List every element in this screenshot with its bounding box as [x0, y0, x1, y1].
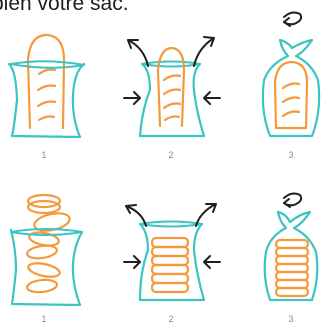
sliced-bread-step-1-number: 1: [41, 314, 46, 324]
baguette-row: 1 2: [9, 13, 319, 160]
sliced-bread-step-1: 1: [11, 195, 82, 324]
sliced-bread-step-2-stack: [152, 238, 188, 292]
baguette-step-2-bag: [140, 62, 204, 137]
baguette-step-2: 2: [124, 37, 220, 160]
heading-text: bien votre sac.: [0, 0, 129, 15]
baguette-step-3-bag: [263, 40, 319, 136]
baguette-step-1-number: 1: [41, 150, 46, 160]
sliced-bread-step-2-arrows: [124, 204, 220, 268]
baguette-step-1: 1: [9, 35, 84, 160]
baguette-step-2-bread: [158, 48, 184, 126]
sliced-bread-step-2-bag: [140, 222, 204, 301]
sliced-bread-step-1-bag: [11, 229, 82, 305]
baguette-step-3-bread: [275, 62, 307, 128]
sliced-bread-step-2-number: 2: [168, 314, 173, 324]
sliced-bread-step-3-twist-arrow: [284, 194, 301, 207]
baguette-step-2-number: 2: [168, 150, 173, 160]
baguette-step-3-number: 3: [288, 150, 293, 160]
baguette-step-1-bag: [9, 61, 84, 137]
baguette-step-3-twist-arrow: [284, 13, 301, 26]
sliced-bread-step-3: 3: [265, 194, 318, 324]
sliced-bread-step-2: 2: [124, 204, 220, 324]
baguette-step-1-bread: [28, 35, 64, 128]
sliced-bread-row: 1 2: [11, 194, 317, 324]
sliced-bread-step-1-slices: [26, 195, 71, 294]
sliced-bread-step-3-number: 3: [288, 314, 293, 324]
sliced-bread-step-3-stack: [276, 240, 308, 296]
baguette-step-3: 3: [263, 13, 319, 160]
